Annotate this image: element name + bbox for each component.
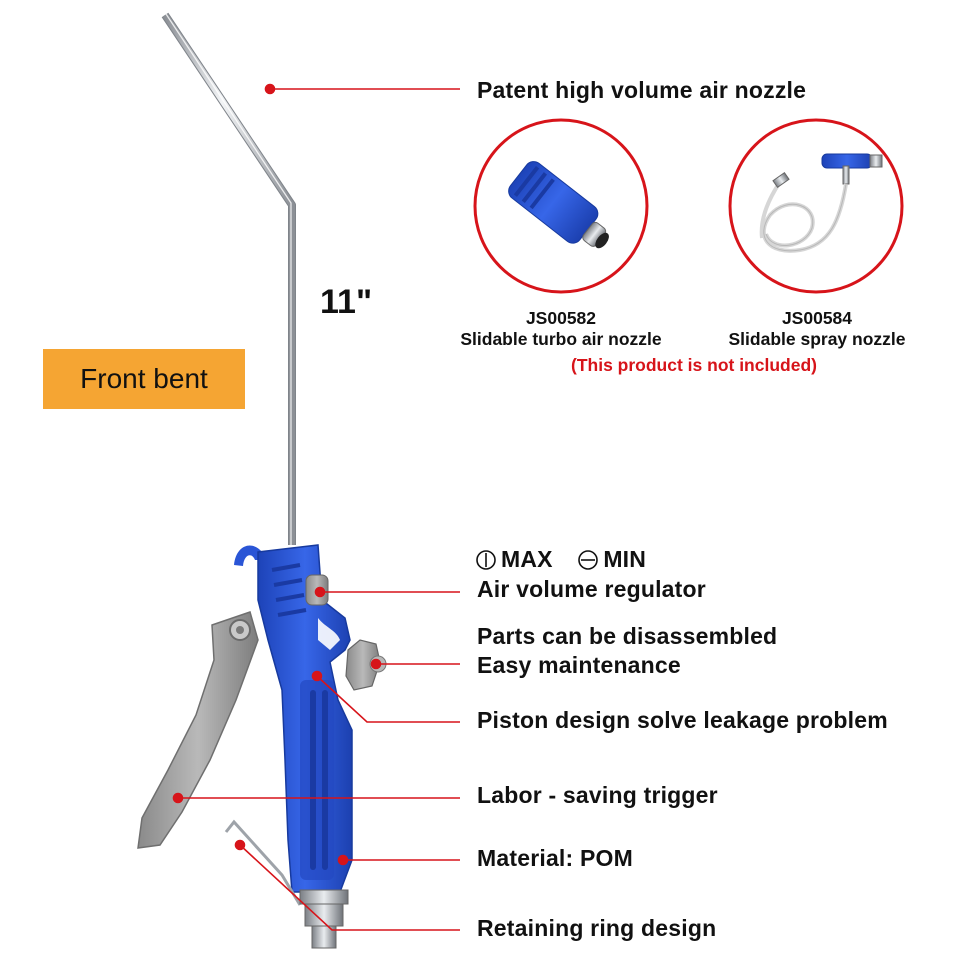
callout-disassemble-2: Easy maintenance (477, 652, 681, 678)
front-bent-badge: Front bent (43, 349, 245, 409)
circle-vertical-bar-icon (476, 549, 496, 570)
callout-disassemble-1: Parts can be disassembled (477, 623, 778, 649)
max-mode: MAX (475, 546, 553, 573)
min-mode: MIN (577, 546, 646, 573)
callout-nozzle: Patent high volume air nozzle (477, 77, 807, 103)
min-label: MIN (603, 546, 647, 572)
callout-material: Material: POM (477, 845, 633, 871)
air-nozzle-tube (161, 12, 296, 545)
accessory-turbo-nozzle-image (473, 118, 649, 294)
callout-piston: Piston design solve leakage problem (477, 707, 888, 733)
trigger-lever (137, 611, 259, 849)
gun-body (234, 544, 353, 893)
accessory-caption-2: JS00584 Slidable spray nozzle (712, 308, 922, 350)
regulator-modes: MAX MIN (475, 546, 646, 577)
retaining-ring (224, 819, 302, 906)
callout-trigger: Labor - saving trigger (477, 782, 718, 808)
accessory-caption-1: JS00582 Slidable turbo air nozzle (446, 308, 676, 350)
circle-horizontal-bar-icon (578, 549, 599, 570)
not-included-note: (This product is not included) (571, 355, 817, 375)
callout-leaders (172, 83, 460, 931)
accessory-code-2: JS00584 (781, 308, 853, 328)
accessory-spray-nozzle-image (728, 118, 904, 294)
callout-regulator: Air volume regulator (477, 576, 706, 602)
callout-ring: Retaining ring design (477, 915, 717, 941)
accessory-name-1: Slidable turbo air nozzle (460, 329, 662, 349)
accessory-code-1: JS00582 (525, 308, 597, 328)
accessory-name-2: Slidable spray nozzle (728, 329, 906, 349)
length-label: 11" (320, 283, 373, 321)
air-coupler (299, 889, 349, 949)
max-label: MAX (501, 546, 553, 572)
front-bent-label: Front bent (80, 363, 208, 394)
